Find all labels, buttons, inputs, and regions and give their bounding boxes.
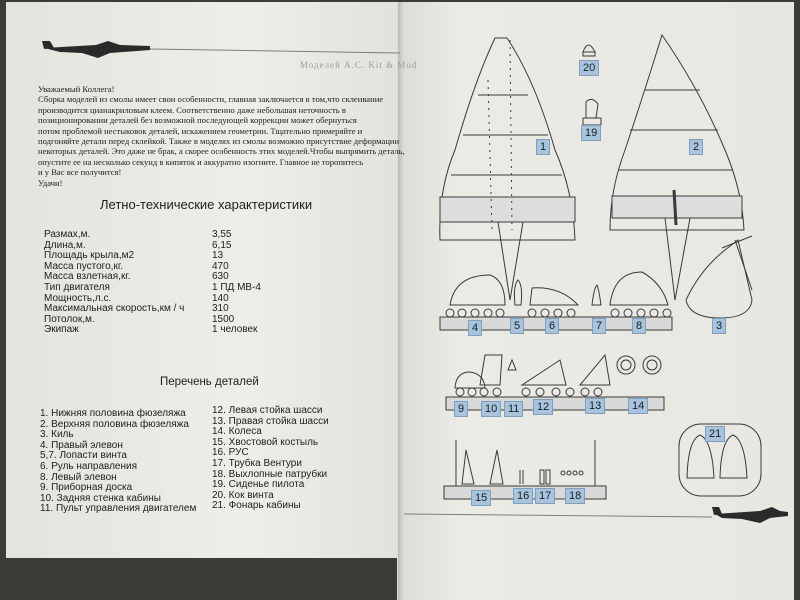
spec-value: 1500 bbox=[212, 313, 235, 325]
parts-col2: 12. Левая стойка шасси 13. Правая стойка… bbox=[212, 405, 329, 512]
part-item: 4. Правый элевон bbox=[40, 439, 123, 451]
spec-label: Масса пустого,кг. bbox=[44, 260, 124, 272]
header-rule bbox=[149, 48, 401, 54]
spec-value: 310 bbox=[212, 303, 229, 315]
label-part-16: 16 bbox=[513, 488, 534, 504]
intro-line: Удачи! bbox=[38, 177, 63, 188]
label-part-2: 2 bbox=[689, 139, 704, 155]
parts-row-3 bbox=[454, 353, 662, 397]
intro-line: и у Вас все получится! bbox=[38, 167, 122, 178]
intro-line: Сборка моделей из смолы имеет свои особе… bbox=[38, 94, 384, 105]
part-item: 10. Задняя стенка кабины bbox=[40, 492, 161, 504]
spec-value: 1 ПД МВ-4 bbox=[212, 281, 261, 293]
parts-title: Перечень деталей bbox=[160, 376, 259, 388]
header-brand: Моделей А.С. Kit & Mod bbox=[300, 60, 418, 70]
specs-title: Летно-технические характеристики bbox=[100, 197, 313, 212]
part-1-lower-fuselage bbox=[439, 37, 576, 301]
spec-label: Потолок,м. bbox=[44, 313, 95, 325]
part-item: 8. Левый элевон bbox=[40, 471, 117, 483]
footer-aircraft-icon bbox=[712, 507, 788, 523]
part-item: 19. Сиденье пилота bbox=[212, 479, 305, 491]
part-item: 14. Колеса bbox=[212, 426, 262, 438]
specs-labels: Размах,м. Длина,м. Площадь крыла,м2 Масс… bbox=[44, 229, 185, 336]
part-2-upper-fuselage bbox=[609, 33, 745, 301]
label-part-12: 12 bbox=[533, 399, 554, 415]
label-part-6: 6 bbox=[545, 318, 560, 334]
label-part-5: 5 bbox=[510, 318, 525, 334]
label-part-11: 11 bbox=[504, 401, 524, 417]
part-3-fin bbox=[685, 235, 753, 319]
label-part-19: 19 bbox=[581, 125, 602, 141]
specs-values: 3,55 6,15 13 470 630 1 ПД МВ-4 140 310 1… bbox=[212, 229, 261, 336]
page-spine bbox=[398, 0, 404, 600]
spec-label: Размах,м. bbox=[44, 229, 91, 240]
intro-line: некоторых деталей. Это даже не брак, а с… bbox=[38, 146, 405, 157]
part-item: 15. Хвостовой костыль bbox=[212, 436, 319, 448]
part-item: 11. Пульт управления двигателем bbox=[40, 503, 197, 515]
spec-label: Площадь крыла,м2 bbox=[44, 250, 135, 262]
spec-value: 13 bbox=[212, 250, 224, 262]
label-part-17: 17 bbox=[535, 488, 556, 504]
spec-value: 630 bbox=[212, 271, 229, 283]
intro-line: подгоняйте детали перед склейкой. Также … bbox=[38, 136, 400, 147]
label-part-13: 13 bbox=[585, 398, 606, 414]
part-item: 13. Правая стойка шасси bbox=[212, 415, 329, 427]
spec-label: Экипаж bbox=[44, 324, 79, 336]
part-item: 9. Приборная доска bbox=[40, 482, 133, 494]
label-part-7: 7 bbox=[592, 318, 607, 334]
spec-value: 140 bbox=[212, 292, 229, 304]
spec-value: 1 человек bbox=[212, 324, 258, 336]
spec-label: Масса взлетная,кг. bbox=[44, 271, 131, 283]
parts-row-2 bbox=[445, 271, 672, 318]
label-part-10: 10 bbox=[481, 401, 502, 417]
label-part-15: 15 bbox=[471, 490, 492, 506]
parts-col1: 1. Нижняя половина фюзеляжа 2. Верхняя п… bbox=[40, 408, 197, 515]
intro-line: опустите ее на несколько секунд в кипято… bbox=[38, 156, 364, 167]
part-item: 12. Левая стойка шасси bbox=[212, 405, 323, 416]
label-part-20: 20 bbox=[579, 60, 600, 76]
label-part-1: 1 bbox=[536, 139, 551, 155]
footer-rule bbox=[403, 513, 713, 518]
intro-line: позиционировании деталей без возможной п… bbox=[38, 115, 357, 126]
spec-value: 470 bbox=[212, 260, 229, 272]
intro-line: производится цианакриловым клеем. Соотве… bbox=[38, 104, 346, 115]
part-item: 18. Выхлопные патрубки bbox=[212, 468, 328, 480]
part-item: 21. Фонарь кабины bbox=[212, 500, 301, 512]
label-part-18: 18 bbox=[565, 488, 586, 504]
label-part-14: 14 bbox=[628, 398, 649, 414]
part-item: 16. РУС bbox=[212, 447, 249, 459]
spec-label: Тип двигателя bbox=[44, 281, 110, 293]
intro-line: потом проблемой нестыковок деталей, иска… bbox=[38, 125, 363, 136]
part-item: 20. Кок винта bbox=[212, 489, 274, 501]
spec-label: Длина,м. bbox=[44, 239, 86, 251]
spec-label: Максимальная скорость,км / ч bbox=[44, 303, 185, 315]
intro-text: Уважаемый Коллега! Сборка моделей из смо… bbox=[38, 84, 405, 188]
label-part-3: 3 bbox=[712, 318, 727, 334]
spec-value: 3,55 bbox=[212, 229, 232, 240]
part-item: 17. Трубка Вентури bbox=[212, 457, 302, 469]
aircraft-silhouette-icon bbox=[42, 41, 150, 58]
part-20-spinner bbox=[582, 44, 596, 57]
left-page bbox=[6, 2, 406, 558]
parts-row-4 bbox=[455, 440, 596, 486]
part-item: 2. Верхняя половина фюзеляжа bbox=[40, 418, 189, 430]
intro-line: Уважаемый Коллега! bbox=[38, 84, 115, 94]
spec-value: 6,15 bbox=[212, 239, 232, 251]
part-item: 1. Нижняя половина фюзеляжа bbox=[40, 408, 186, 419]
label-part-4: 4 bbox=[468, 320, 483, 336]
label-part-8: 8 bbox=[632, 318, 647, 334]
part-item: 5,7. Лопасти винта bbox=[40, 450, 127, 462]
part-19-seat bbox=[582, 98, 602, 126]
label-part-9: 9 bbox=[454, 401, 469, 417]
part-item: 6. Руль направления bbox=[40, 460, 138, 472]
part-21-canopy bbox=[678, 423, 762, 497]
label-part-21: 21 bbox=[705, 426, 726, 442]
spec-label: Мощность,л.с. bbox=[44, 292, 112, 304]
part-item: 3. Киль bbox=[40, 429, 74, 441]
